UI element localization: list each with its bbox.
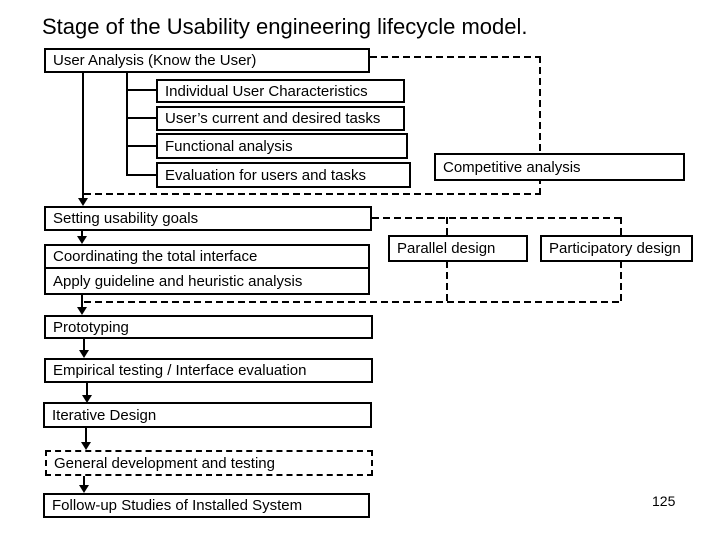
box-prototyping: Prototyping: [44, 315, 373, 339]
box-parallel-design: Parallel design: [388, 235, 528, 262]
box-individual-user-characteristics: Individual User Characteristics: [156, 79, 405, 103]
box-setting-usability-goals: Setting usability goals: [44, 206, 372, 231]
dashed-design-bottom: [84, 301, 622, 303]
arrow-line-setting-coordinating: [81, 230, 83, 237]
box-functional-analysis: Functional analysis: [156, 133, 408, 159]
box-coordinating-the-total-interface: Coordinating the total interface: [44, 244, 370, 269]
slide-title: Stage of the Usability engineering lifec…: [42, 14, 528, 39]
arrowhead-iterative: [82, 395, 92, 403]
bracket-stub-functional: [126, 145, 156, 147]
box-follow-up-studies: Follow-up Studies of Installed System: [43, 493, 370, 518]
dashed-useranalysis-right: [370, 56, 541, 58]
arrowhead-empirical: [79, 350, 89, 358]
arrow-line-useranalysis-setting: [82, 71, 84, 199]
bracket-stub-evaluation: [126, 174, 156, 176]
arrow-line-general-followup: [83, 475, 85, 486]
arrow-line-iterative-general: [85, 427, 87, 443]
box-empirical-testing: Empirical testing / Interface evaluation: [44, 358, 373, 383]
arrow-line-empirical-iterative: [86, 382, 88, 396]
arrow-line-apply-prototyping: [81, 294, 83, 308]
box-participatory-design: Participatory design: [540, 235, 693, 262]
dashed-setting-right: [372, 217, 622, 219]
bracket-stub-individual: [126, 89, 156, 91]
arrowhead-followup: [79, 485, 89, 493]
dashed-competitive-vertical: [539, 56, 541, 196]
box-iterative-design: Iterative Design: [43, 402, 372, 428]
page-number: 125: [652, 493, 676, 509]
box-competitive-analysis: Competitive analysis: [434, 153, 685, 181]
box-evaluation-for-users-and-tasks: Evaluation for users and tasks: [156, 162, 411, 188]
arrowhead-prototyping: [77, 307, 87, 315]
arrowhead-general: [81, 442, 91, 450]
bracket-stub-tasks: [126, 117, 156, 119]
arrow-line-prototyping-empirical: [83, 338, 85, 351]
bracket-vertical-line: [126, 72, 128, 176]
dashed-analysis-bottom: [84, 193, 541, 195]
arrowhead-setting: [78, 198, 88, 206]
box-general-development-and-testing: General development and testing: [45, 450, 373, 476]
box-apply-guideline-and-heuristic-analysis: Apply guideline and heuristic analysis: [44, 267, 370, 295]
arrowhead-coordinating: [77, 236, 87, 244]
box-user-analysis: User Analysis (Know the User): [44, 48, 370, 73]
box-users-current-and-desired-tasks: User’s current and desired tasks: [156, 106, 405, 131]
